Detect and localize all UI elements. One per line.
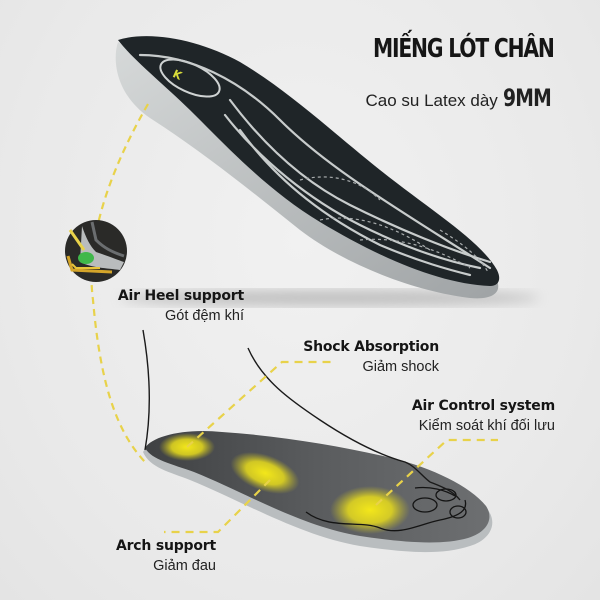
- foot-outline: [142, 329, 461, 501]
- feature-description: Giảm đau: [153, 558, 216, 574]
- feature-name: Air Control system: [411, 398, 555, 414]
- heel-detail-icon: [65, 220, 127, 282]
- feature-air-heel: Air Heel support Gót đệm khí: [118, 288, 244, 324]
- feature-air-control: Air Control system Kiểm soát khí đối lưu: [412, 398, 555, 434]
- feature-arch-support: Arch support Giảm đau: [116, 538, 216, 574]
- feature-description: Kiểm soát khí đối lưu: [418, 418, 555, 434]
- subtitle-text: Cao su Latex dày: [365, 91, 503, 110]
- forefoot-highlight: [330, 486, 410, 534]
- insole-shadow: [120, 290, 540, 306]
- feature-name: Arch support: [115, 538, 216, 554]
- page-title: MIẾNG LÓT CHÂN: [373, 34, 555, 64]
- subtitle-thickness: 9MM: [502, 84, 552, 112]
- feature-description: Giảm shock: [362, 359, 439, 375]
- feature-shock-absorption: Shock Absorption Giảm shock: [303, 339, 439, 375]
- connector-air-control: [375, 438, 498, 506]
- connector-shock: [186, 360, 335, 448]
- connector-lines: [164, 360, 498, 534]
- subtitle: Cao su Latex dày 9MM: [366, 84, 555, 112]
- feature-description: Gót đệm khí: [165, 308, 244, 324]
- top-insole: K: [115, 36, 500, 299]
- arch-highlight: [230, 452, 300, 494]
- bottom-insole: [143, 430, 493, 553]
- connector-heel-line: [90, 103, 149, 463]
- feature-name: Shock Absorption: [303, 339, 439, 355]
- connector-arch: [164, 479, 271, 534]
- feature-name: Air Heel support: [117, 288, 244, 304]
